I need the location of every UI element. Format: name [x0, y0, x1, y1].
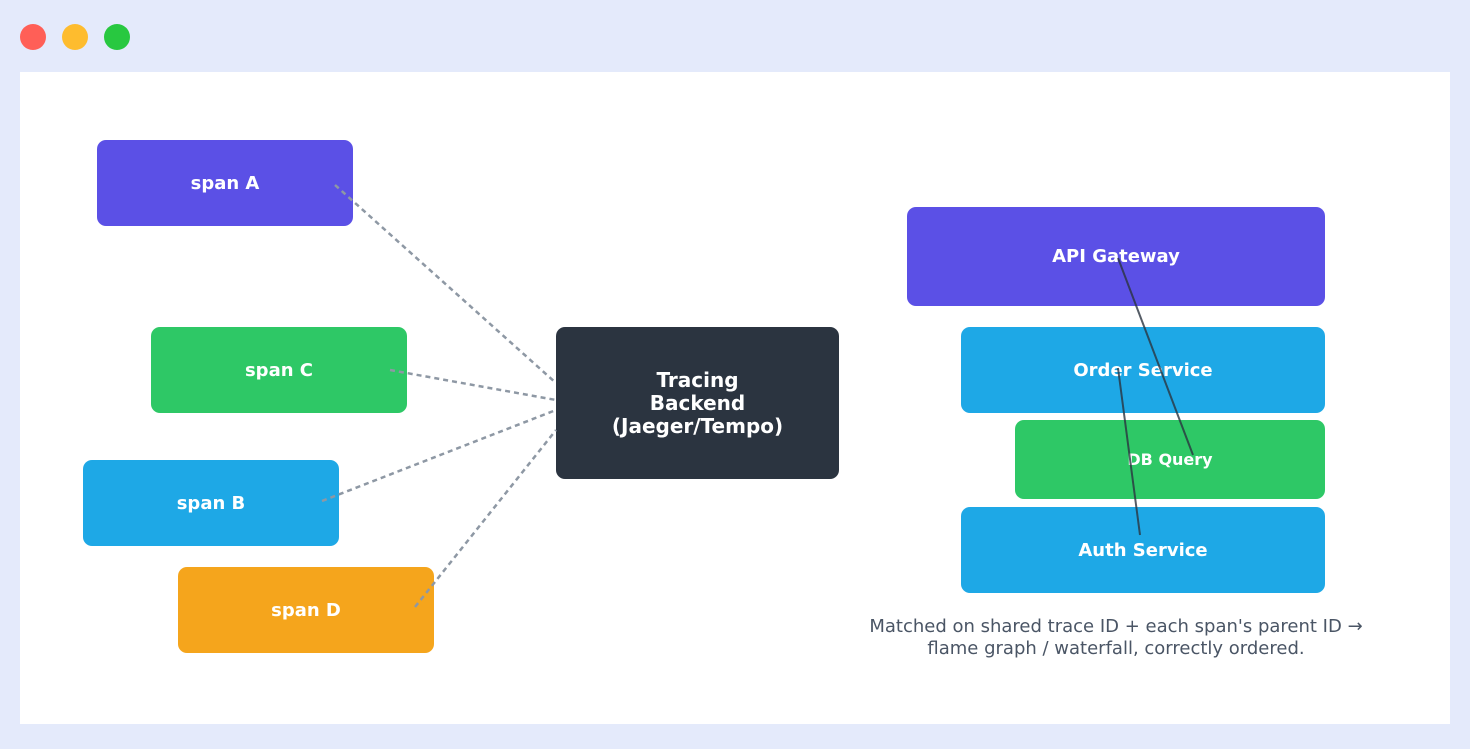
- span-a-node: span A: [97, 140, 353, 226]
- db-query-node: DB Query: [1015, 420, 1325, 499]
- diagram-caption: Matched on shared trace ID + each span's…: [846, 616, 1386, 660]
- auth-service-node: Auth Service: [961, 507, 1325, 593]
- maximize-window-icon[interactable]: [104, 24, 130, 50]
- span-d-node: span D: [178, 567, 434, 653]
- db-query-label: DB Query: [1127, 450, 1213, 469]
- order-service-node: Order Service: [961, 327, 1325, 413]
- order-service-label: Order Service: [1073, 359, 1213, 381]
- span-b-label: span B: [176, 492, 246, 514]
- backend-label-line3: (Jaeger/Tempo): [611, 413, 784, 438]
- api-gateway-node: API Gateway: [907, 207, 1325, 306]
- api-gateway-label: API Gateway: [1052, 246, 1180, 267]
- backend-label-line2: Backend: [649, 390, 746, 415]
- span-a-label: span A: [190, 172, 260, 194]
- close-window-icon[interactable]: [20, 24, 46, 50]
- caption-line1: Matched on shared trace ID + each span's…: [869, 616, 1363, 637]
- backend-label-line1: Tracing: [656, 367, 739, 392]
- minimize-window-icon[interactable]: [62, 24, 88, 50]
- caption-line2: flame graph / waterfall, correctly order…: [927, 638, 1305, 659]
- span-b-node: span B: [83, 460, 339, 546]
- span-c-node: span C: [151, 327, 407, 413]
- span-d-label: span D: [271, 599, 341, 621]
- auth-service-label: Auth Service: [1078, 539, 1208, 561]
- span-c-label: span C: [244, 359, 314, 381]
- tracing-backend-node: Tracing Backend (Jaeger/Tempo): [556, 327, 839, 479]
